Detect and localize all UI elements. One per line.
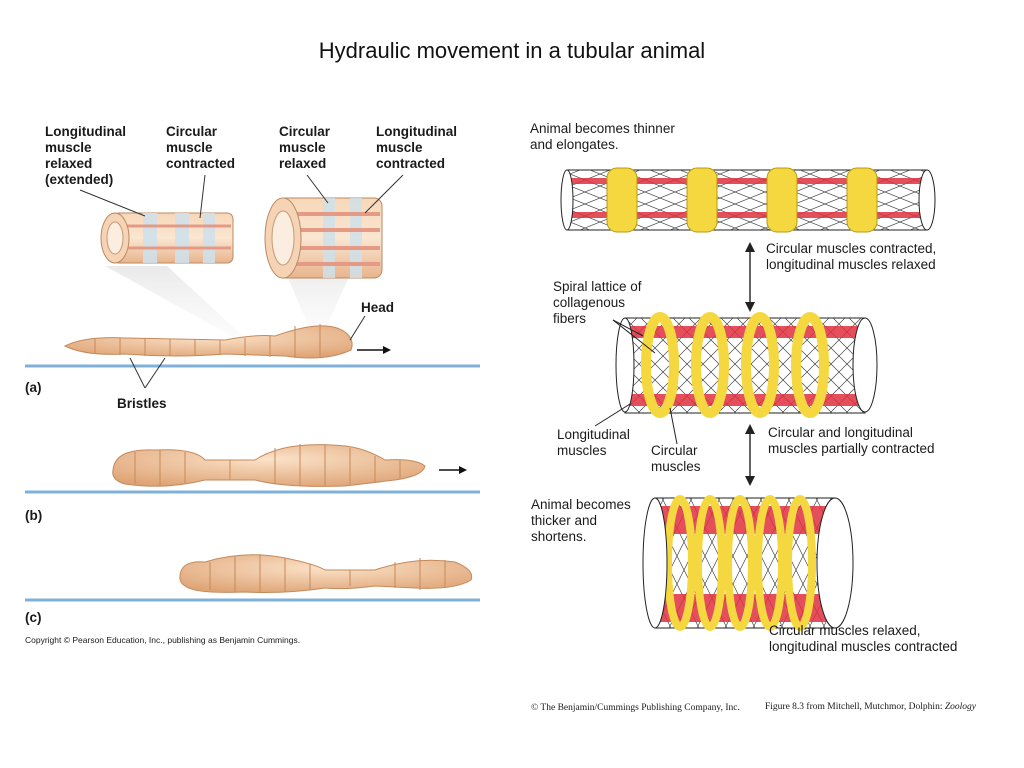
magnify-beam-left xyxy=(105,266,243,338)
label-longitudinal-relaxed: Longitudinal muscle relaxed (extended) xyxy=(45,124,126,187)
label-panel-a: (a) xyxy=(25,380,42,395)
cylinder-elongated xyxy=(560,167,936,233)
thick-segment-tube xyxy=(264,197,383,279)
label-circular-relaxed: Circular muscle relaxed xyxy=(279,124,331,171)
label-bristles: Bristles xyxy=(117,396,167,411)
figure-citation: Figure 8.3 from Mitchell, Mutchmor, Dolp… xyxy=(765,699,976,715)
worm-c xyxy=(179,554,473,593)
label-panel-b: (b) xyxy=(25,508,43,523)
figure-citation-text: Figure 8.3 from Mitchell, Mutchmor, Dolp… xyxy=(765,702,945,712)
label-partially-contracted: Circular and longitudinal muscles partia… xyxy=(768,425,935,456)
worm-a xyxy=(63,324,353,359)
label-head: Head xyxy=(361,300,395,315)
figure-citation-book: Zoology xyxy=(944,702,976,712)
label-circ-contracted-long-relaxed: Circular muscles contracted, longitudina… xyxy=(766,241,937,272)
label-thinner-elongates: Animal becomes thinner and elongates. xyxy=(530,121,675,152)
label-circular-muscles: Circular muscles xyxy=(651,443,701,474)
label-longitudinal-muscles: Longitudinal muscles xyxy=(557,427,630,458)
magnify-beam-right xyxy=(283,263,355,332)
cylinder-svg xyxy=(560,167,936,631)
label-circular-contracted: Circular muscle contracted xyxy=(166,124,236,171)
credit-benjamin-cummings: © The Benjamin/Cummings Publishing Compa… xyxy=(531,703,740,713)
label-spiral-lattice: Spiral lattice of collagenous fibers xyxy=(553,279,642,326)
worm-locomotion-svg xyxy=(25,174,480,602)
cylinder-intermediate xyxy=(615,312,878,418)
worm-locomotion-figure: Longitudinal muscle relaxed (extended) C… xyxy=(25,118,480,650)
label-circ-relaxed-long-contracted: Circular muscles relaxed, longitudinal m… xyxy=(769,623,958,654)
slide-title: Hydraulic movement in a tubular animal xyxy=(318,38,706,63)
label-longitudinal-contracted: Longitudinal muscle contracted xyxy=(376,124,457,171)
thin-segment-tube xyxy=(100,212,234,264)
worm-b xyxy=(112,444,426,487)
hydrostatic-cylinder-figure: Animal becomes thinner and elongates. Ci… xyxy=(495,108,995,728)
label-panel-c: (c) xyxy=(25,610,42,625)
label-thicker-shortens: Animal becomes thicker and shortens. xyxy=(531,497,631,544)
cylinder-shortened xyxy=(642,495,854,631)
copyright-pearson: Copyright © Pearson Education, Inc., pub… xyxy=(25,635,301,645)
